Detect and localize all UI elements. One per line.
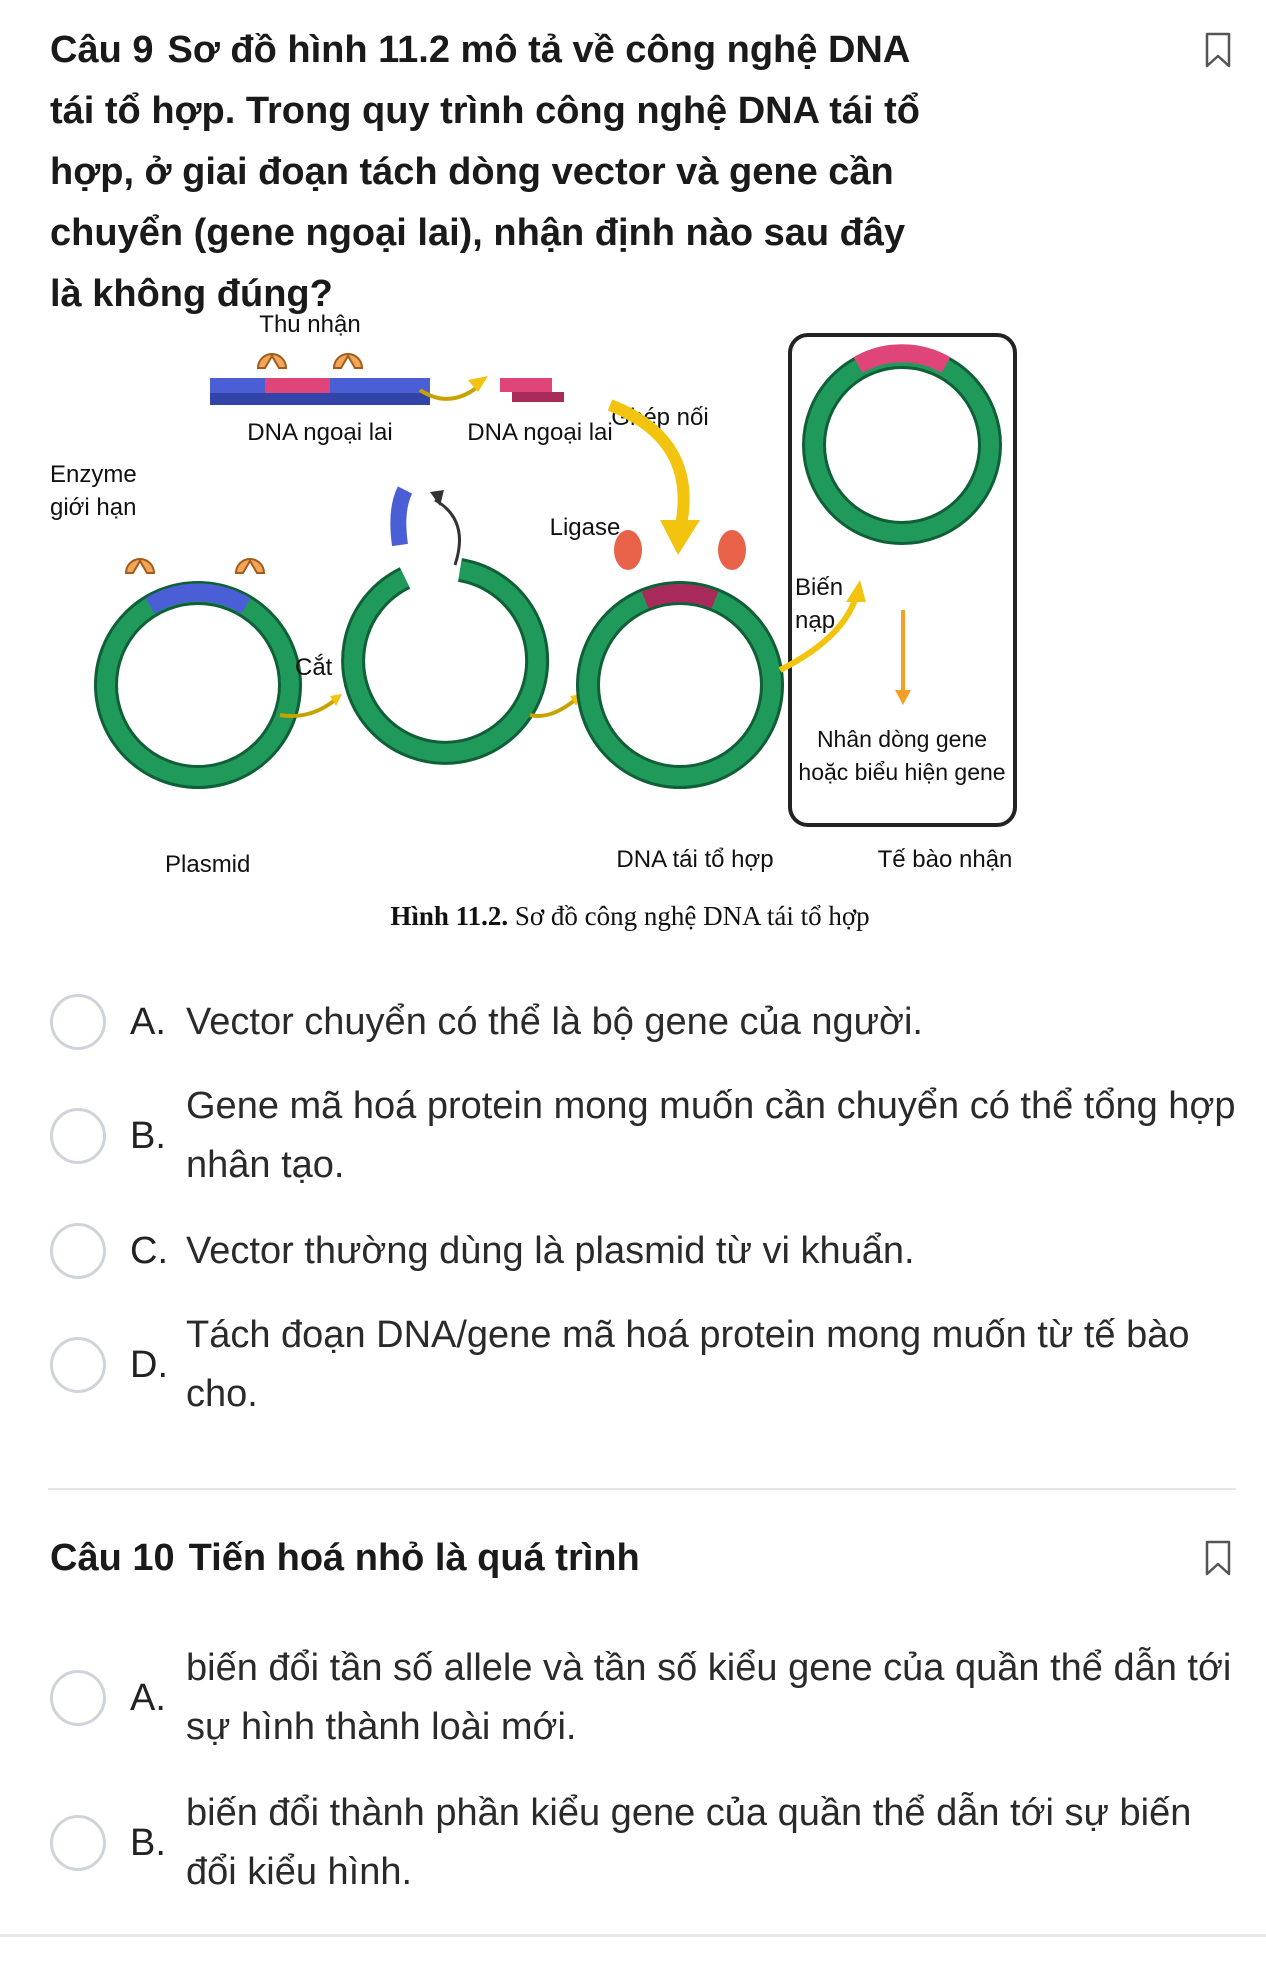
label-thu-nhan: Thu nhận bbox=[259, 311, 360, 338]
question-9-line: chuyển (gene ngoại lai), nhận định nào s… bbox=[50, 212, 906, 254]
option-letter: C. bbox=[130, 1229, 168, 1272]
question-9-line: hợp, ở giai đoạn tách dòng vector và gen… bbox=[50, 151, 894, 193]
label-dna-ngoai-lai: DNA ngoại lai bbox=[467, 419, 612, 446]
label-enzyme: Enzyme bbox=[50, 461, 137, 488]
arrow bbox=[529, 698, 577, 718]
label-bien: Biến bbox=[795, 574, 843, 601]
question-10-number: Câu 10 bbox=[50, 1537, 175, 1579]
radio-button[interactable] bbox=[50, 1337, 106, 1393]
label-te-bao-nhan: Tế bào nhận bbox=[878, 846, 1013, 873]
question-9-line: tái tổ hợp. Trong quy trình công nghệ DN… bbox=[50, 90, 920, 132]
dna-blue-part bbox=[330, 378, 430, 393]
ghep-noi-arrow bbox=[607, 399, 690, 532]
ligase-icon bbox=[718, 530, 746, 570]
label-dna-tai-to-hop: DNA tái tổ hợp bbox=[616, 846, 773, 873]
label-nhan-dong: Nhân dòng gene bbox=[817, 726, 987, 752]
radio-button[interactable] bbox=[50, 1223, 106, 1279]
label-bieu-hien: hoặc biểu hiện gene bbox=[798, 759, 1005, 785]
label-ligase: Ligase bbox=[550, 514, 621, 541]
insert-segment bbox=[853, 344, 951, 373]
question-10-text: Câu 10 Tiến hoá nhỏ là quá trình bbox=[50, 1528, 1190, 1589]
enzyme-icon bbox=[332, 353, 364, 369]
question-9-text: Câu 9 Sơ đồ hình 11.2 mô tả về công nghệ … bbox=[50, 20, 1190, 325]
dna-pink-part bbox=[265, 378, 330, 393]
radio-button[interactable] bbox=[50, 994, 106, 1050]
question-9-line: Sơ đồ hình 11.2 mô tả về công nghệ DNA bbox=[167, 29, 911, 71]
option-a[interactable]: A. biến đổi tần số allele và tần số kiểu… bbox=[50, 1643, 1250, 1753]
option-letter: D. bbox=[130, 1343, 168, 1386]
option-letter: A. bbox=[130, 1676, 166, 1719]
excised-insert bbox=[500, 378, 552, 392]
label-gioi-han: giới hạn bbox=[50, 494, 136, 521]
question-9-line: là không đúng? bbox=[50, 273, 333, 315]
option-b[interactable]: B. Gene mã hoá protein mong muốn cần chu… bbox=[50, 1081, 1250, 1191]
bien-nap-arrow bbox=[778, 598, 858, 673]
figure-caption: Hình 11.2. Sơ đồ công nghệ DNA tái tổ hợ… bbox=[390, 901, 869, 931]
option-letter: A. bbox=[130, 1000, 166, 1043]
option-text: Vector thường dùng là plasmid từ vi khuẩ… bbox=[186, 1229, 915, 1272]
option-text: Gene mã hoá protein mong muốn cần chuyển… bbox=[186, 1085, 1236, 1186]
question-divider bbox=[48, 1488, 1236, 1490]
plasmid-blue-fragment bbox=[390, 486, 413, 547]
label-plasmid: Plasmid bbox=[165, 851, 250, 878]
option-letter: B. bbox=[130, 1114, 166, 1157]
option-d[interactable]: D. Tách đoạn DNA/gene mã hoá protein mon… bbox=[50, 1310, 1250, 1420]
insert-segment bbox=[641, 584, 719, 609]
label-nap: nạp bbox=[795, 607, 835, 634]
label-cat: Cắt bbox=[295, 654, 333, 681]
enzyme-icon bbox=[256, 353, 288, 369]
radio-button[interactable] bbox=[50, 1670, 106, 1726]
ligase-icon bbox=[614, 530, 642, 570]
question-10-title: Tiến hoá nhỏ là quá trình bbox=[188, 1537, 640, 1579]
radio-button[interactable] bbox=[50, 1815, 106, 1871]
dna-diagram-figure: Thu nhận DNA ngoại lai DNA ngoại lai Ghé… bbox=[40, 310, 1040, 950]
option-text: biến đổi tần số allele và tần số kiểu ge… bbox=[186, 1647, 1232, 1748]
bookmark-icon[interactable] bbox=[1205, 32, 1231, 68]
arrow bbox=[279, 698, 337, 718]
option-text: biến đổi thành phần kiểu gene của quần t… bbox=[186, 1792, 1192, 1893]
question-9-number: Câu 9 bbox=[50, 29, 154, 71]
arrow bbox=[418, 383, 482, 401]
option-text: Tách đoạn DNA/gene mã hoá protein mong m… bbox=[186, 1314, 1190, 1415]
option-text: Vector chuyển có thể là bộ gene của ngườ… bbox=[186, 1000, 923, 1043]
option-c[interactable]: C. Vector thường dùng là plasmid từ vi k… bbox=[50, 1196, 1250, 1306]
option-a[interactable]: A. Vector chuyển có thể là bộ gene của n… bbox=[50, 967, 1250, 1077]
plasmid-cut-site bbox=[145, 583, 251, 614]
option-b[interactable]: B. biến đổi thành phần kiểu gene của quầ… bbox=[50, 1788, 1250, 1898]
enzyme-icon bbox=[234, 558, 266, 574]
label-dna-ngoai-lai: DNA ngoại lai bbox=[247, 419, 392, 446]
recipient-cell-box bbox=[788, 333, 1017, 827]
enzyme-icon bbox=[124, 558, 156, 574]
radio-button[interactable] bbox=[50, 1108, 106, 1164]
bookmark-icon[interactable] bbox=[1205, 1540, 1231, 1576]
option-letter: B. bbox=[130, 1821, 166, 1864]
bottom-edge bbox=[0, 1934, 1266, 1937]
